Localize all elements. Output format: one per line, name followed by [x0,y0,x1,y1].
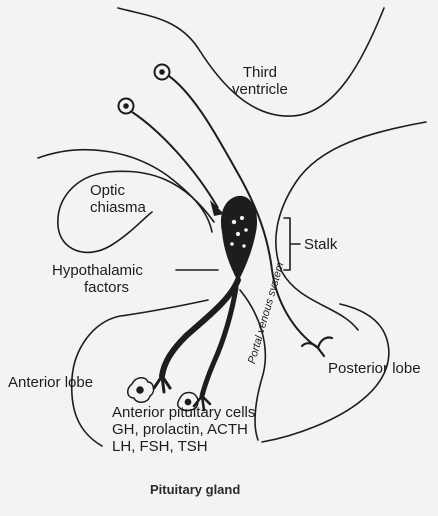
stalk-right-contour [276,122,426,330]
stalk-bracket [284,218,300,270]
figure-caption: Pituitary gland [150,482,240,497]
neuron-terminal-posterior [302,337,332,356]
third-ventricle-outline [118,8,384,116]
hypothalamic-factors-label: Hypothalamic factors [52,262,143,296]
stalk-label: Stalk [304,236,337,253]
neuron-cell-bodies [119,65,170,114]
portal-vessels [154,280,238,410]
optic-chiasma-label: Optic chiasma [90,182,146,216]
primary-capillary-plexus [221,196,257,282]
third-ventricle-label: Third ventricle [232,64,288,98]
anterior-pituitary-cells-label: Anterior pituitary cells GH, prolactin, … [112,404,255,455]
anterior-lobe-label: Anterior lobe [8,374,93,391]
posterior-lobe-label: Posterior lobe [328,360,421,377]
